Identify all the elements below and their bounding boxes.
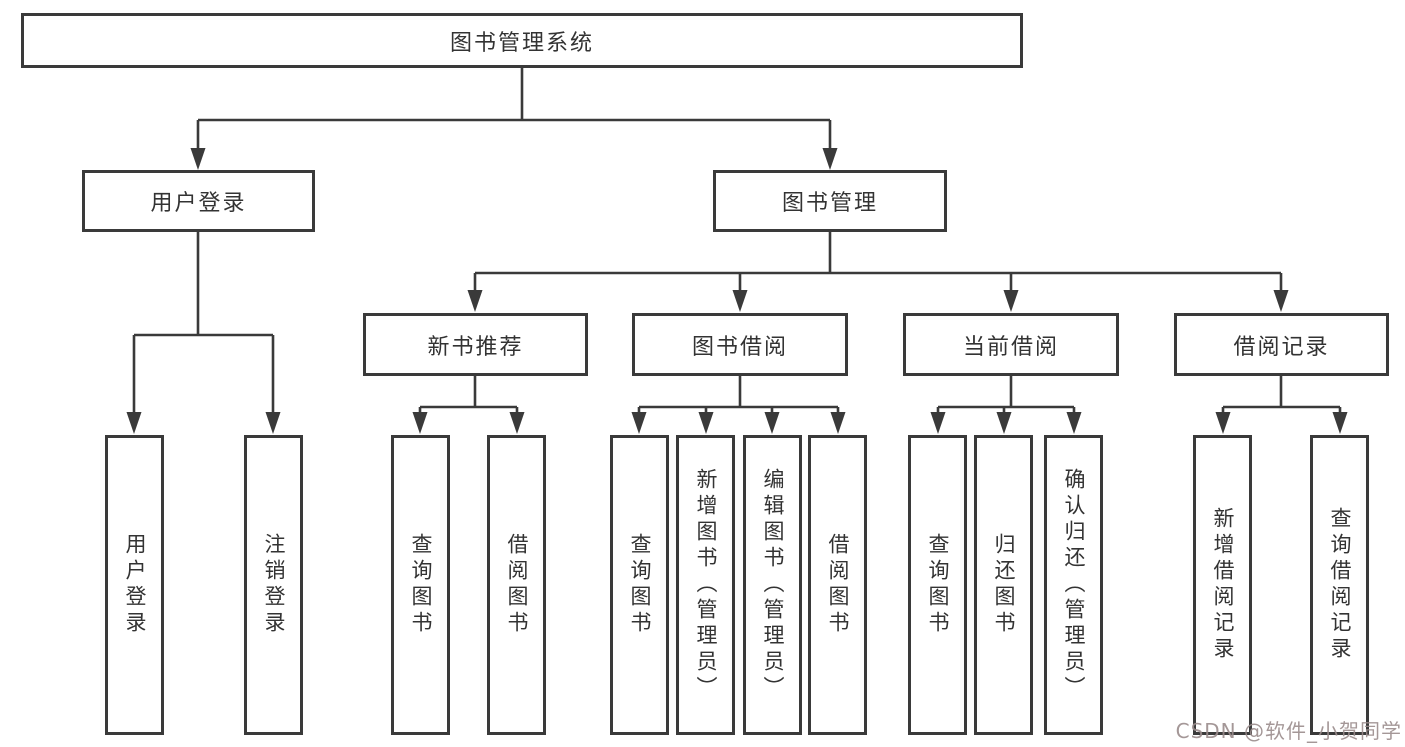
node-book-management: 图书管理 xyxy=(713,170,947,232)
leaf-query-book-borrow: 查询图书 xyxy=(610,435,669,735)
leaf-user-login: 用户登录 xyxy=(105,435,164,735)
leaf-add-borrow-record: 新增借阅记录 xyxy=(1193,435,1252,735)
node-current-borrow: 当前借阅 xyxy=(903,313,1119,376)
leaf-query-book-recommend: 查询图书 xyxy=(391,435,450,735)
leaf-query-book-current: 查询图书 xyxy=(908,435,967,735)
node-borrow-record: 借阅记录 xyxy=(1174,313,1389,376)
leaf-logout-login: 注销登录 xyxy=(244,435,303,735)
leaf-confirm-return-admin: 确认归还（管理员） xyxy=(1044,435,1103,735)
node-book-borrow: 图书借阅 xyxy=(632,313,848,376)
leaf-borrow-book: 借阅图书 xyxy=(808,435,867,735)
leaf-query-borrow-record: 查询借阅记录 xyxy=(1310,435,1369,735)
node-new-book-recommend: 新书推荐 xyxy=(363,313,588,376)
leaf-add-book-admin: 新增图书（管理员） xyxy=(676,435,735,735)
node-root: 图书管理系统 xyxy=(21,13,1023,68)
csdn-watermark: CSDN @软件_小贺同学 xyxy=(1175,719,1402,743)
node-user-login: 用户登录 xyxy=(82,170,315,232)
leaf-edit-book-admin: 编辑图书（管理员） xyxy=(743,435,802,735)
leaf-borrow-book-recommend: 借阅图书 xyxy=(487,435,546,735)
leaf-return-book: 归还图书 xyxy=(974,435,1033,735)
